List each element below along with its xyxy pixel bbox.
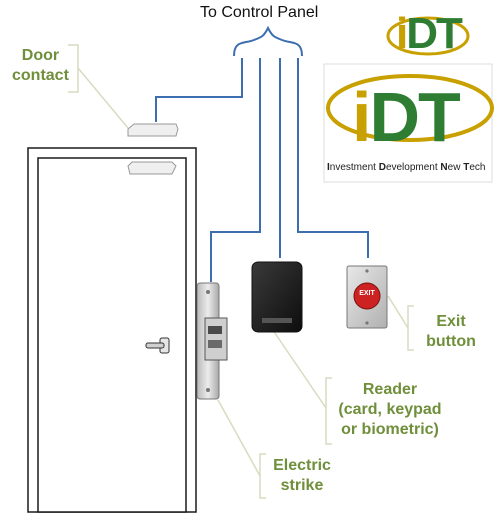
card-reader-device xyxy=(251,261,303,333)
label-door-contact: Door contact xyxy=(12,47,69,84)
logo-tagline: Investment Development New Tech xyxy=(327,162,486,173)
exit-button-device xyxy=(346,265,388,329)
exit-button-face-label: EXIT xyxy=(359,290,375,297)
electric-strike-device xyxy=(196,282,228,400)
logo-small-dt: DT xyxy=(406,9,463,58)
callout-reader xyxy=(325,377,332,445)
logo-small-i: i xyxy=(396,9,408,58)
door-contact-sensor xyxy=(127,123,179,175)
label-reader: Reader (card, keypad or biometric) xyxy=(338,381,442,438)
door-handle-lever xyxy=(145,342,165,349)
callout-door-contact xyxy=(68,44,79,93)
label-electric-strike: Electric strike xyxy=(273,457,331,494)
wire-strike xyxy=(210,58,261,282)
logo-large-dt: DT xyxy=(369,78,460,156)
wire-door-contact xyxy=(155,58,243,122)
idt-logo-graphic xyxy=(323,4,494,183)
callout-lines xyxy=(68,44,414,499)
logo-large-i: i xyxy=(352,78,372,156)
logo-large: iDT xyxy=(352,82,461,152)
label-exit-button: Exit button xyxy=(426,313,476,350)
door xyxy=(27,147,197,513)
door-leaf xyxy=(37,157,187,513)
callout-exit xyxy=(407,305,414,351)
logo-small: iDT xyxy=(396,9,463,58)
curly-brace xyxy=(233,25,303,57)
wires xyxy=(155,58,369,282)
control-panel-title: To Control Panel xyxy=(200,4,319,21)
wire-exit xyxy=(297,58,369,258)
